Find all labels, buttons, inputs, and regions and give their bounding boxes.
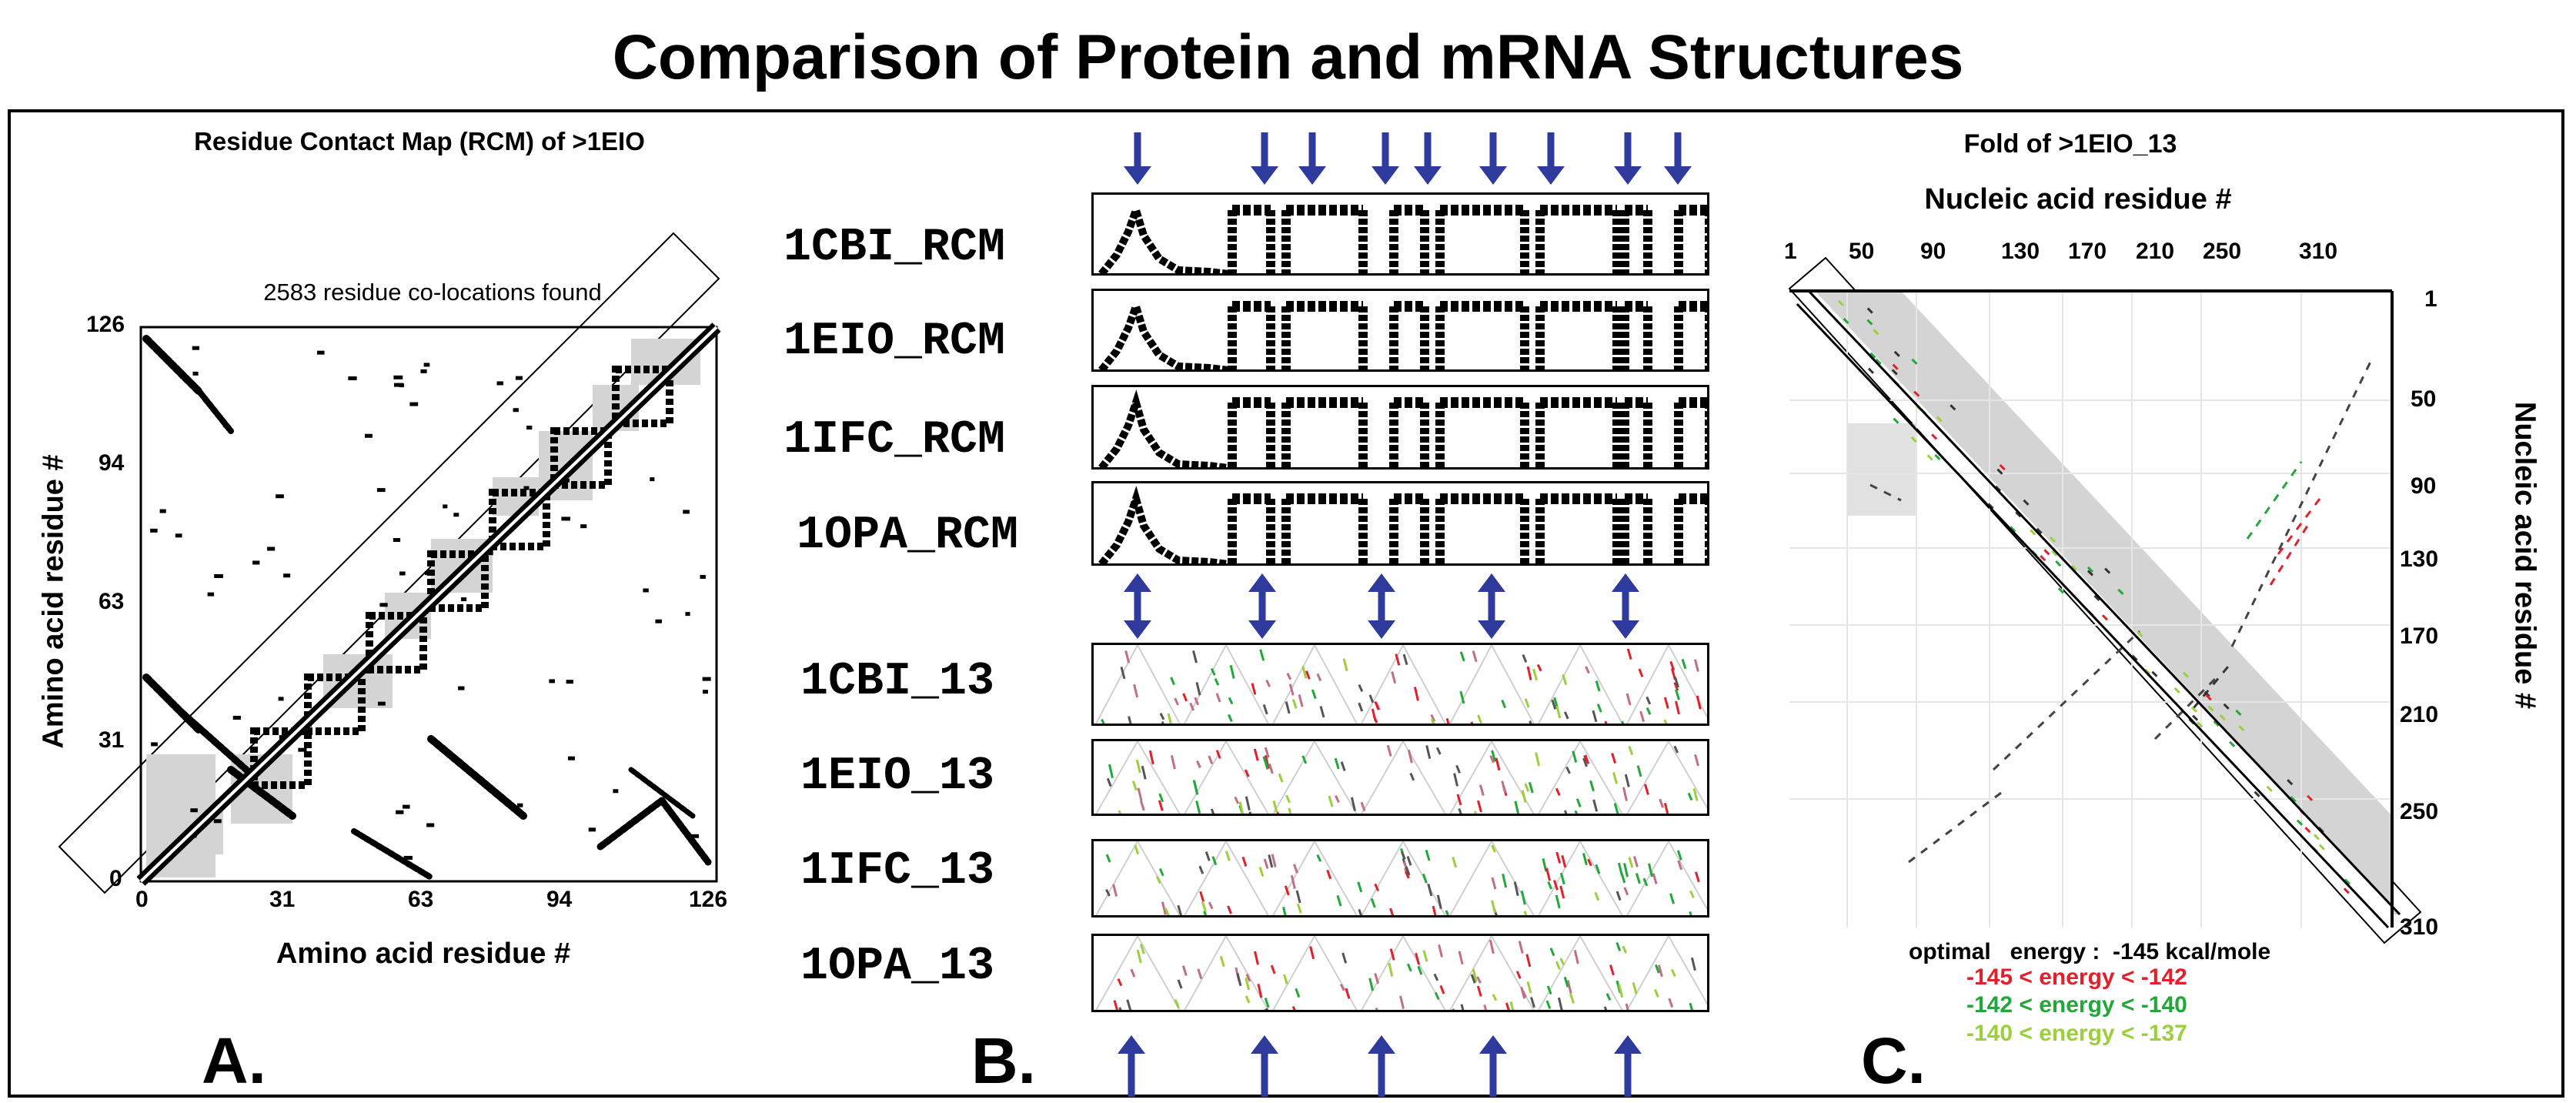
fold-row-label: 1OPA_13	[800, 941, 995, 993]
rcm-ytick: 31	[99, 727, 125, 753]
fold-strip-1eio	[1091, 739, 1709, 816]
rcm-ylabel: Amino acid residue #	[37, 454, 70, 749]
fold-xtick: 130	[2001, 239, 2040, 264]
rcm-plot-area	[139, 326, 718, 883]
rcm-row-label: 1EIO_RCM	[783, 316, 1006, 368]
figure-frame	[8, 109, 2564, 1098]
fold-xtick: 250	[2203, 239, 2242, 264]
rcm-strip-1opa	[1091, 481, 1709, 566]
fold-xtick: 310	[2299, 239, 2338, 264]
rcm-diagonal-band	[58, 232, 720, 894]
rcm-xtick: 0	[135, 887, 149, 912]
fold-dot-plot	[1788, 256, 2422, 944]
bottom-arrows	[1118, 1035, 1642, 1097]
fold-xlabel: Nucleic acid residue #	[1924, 183, 2232, 216]
fold-xtick: 1	[1784, 239, 1797, 264]
panel-c-letter: C.	[1861, 1024, 1926, 1097]
rcm-row-label: 1CBI_RCM	[783, 222, 1006, 274]
fold-row-label: 1IFC_13	[800, 845, 995, 897]
fold-xtick: 210	[2136, 239, 2175, 264]
figure-title: Comparison of Protein and mRNA Structure…	[612, 22, 1964, 92]
rcm-strip-1ifc	[1091, 385, 1709, 470]
fold-ylabel: Nucleic acid residue #	[2508, 401, 2541, 710]
top-arrows	[1124, 132, 1692, 185]
fold-ytick: 210	[2400, 702, 2439, 727]
legend-optimal: optimal energy : -145 kcal/mole	[1909, 939, 2271, 964]
fold-xtick: 90	[1920, 239, 1946, 264]
fold-xtick: 170	[2068, 239, 2107, 264]
fold-ytick: 250	[2400, 799, 2439, 824]
rcm-ytick: 94	[99, 450, 125, 476]
panel-a-letter: A.	[202, 1024, 266, 1097]
fold-row-label: 1CBI_13	[800, 656, 995, 708]
fold-ytick: 1	[2424, 286, 2437, 312]
legend-green: -142 < energy < -140	[1966, 992, 2187, 1018]
fold-strip-1opa	[1091, 934, 1709, 1012]
rcm-colocation-note: 2583 residue co-locations found	[263, 279, 602, 306]
fold-ytick: 170	[2400, 623, 2439, 649]
rcm-xtick: 94	[546, 887, 573, 912]
legend-lightgreen: -140 < energy < -137	[1966, 1021, 2187, 1046]
fold-xtick: 50	[1849, 239, 1875, 264]
rcm-row-label: 1IFC_RCM	[783, 414, 1006, 466]
rcm-ytick: 63	[99, 589, 125, 614]
panel-c-heading: Fold of >1EIO_13	[1963, 129, 2177, 159]
rcm-ytick: 0	[109, 866, 122, 891]
legend-red: -145 < energy < -142	[1966, 964, 2187, 990]
rcm-strip-1eio	[1091, 289, 1709, 372]
rcm-row-label: 1OPA_RCM	[797, 510, 1019, 562]
fold-row-label: 1EIO_13	[800, 750, 995, 803]
fold-ytick: 90	[2411, 473, 2437, 499]
rcm-strip-1cbi	[1091, 192, 1709, 276]
rcm-xtick: 31	[269, 887, 296, 912]
fold-ytick: 310	[2400, 914, 2439, 940]
fold-ytick: 50	[2411, 386, 2437, 412]
rcm-ytick: 126	[86, 312, 125, 337]
rcm-xtick: 126	[689, 887, 728, 912]
panel-a-heading: Residue Contact Map (RCM) of >1EIO	[194, 127, 645, 155]
fold-strip-1ifc	[1091, 839, 1709, 917]
fold-strip-1cbi	[1091, 643, 1709, 726]
panel-b-letter: B.	[971, 1024, 1036, 1097]
rcm-xlabel: Amino acid residue #	[276, 938, 571, 970]
residue-contact-map	[58, 232, 721, 894]
fold-diagonal-band	[1788, 256, 2422, 944]
middle-arrows	[1124, 573, 1639, 639]
fold-ytick: 130	[2400, 546, 2439, 572]
rcm-xtick: 63	[408, 887, 434, 912]
